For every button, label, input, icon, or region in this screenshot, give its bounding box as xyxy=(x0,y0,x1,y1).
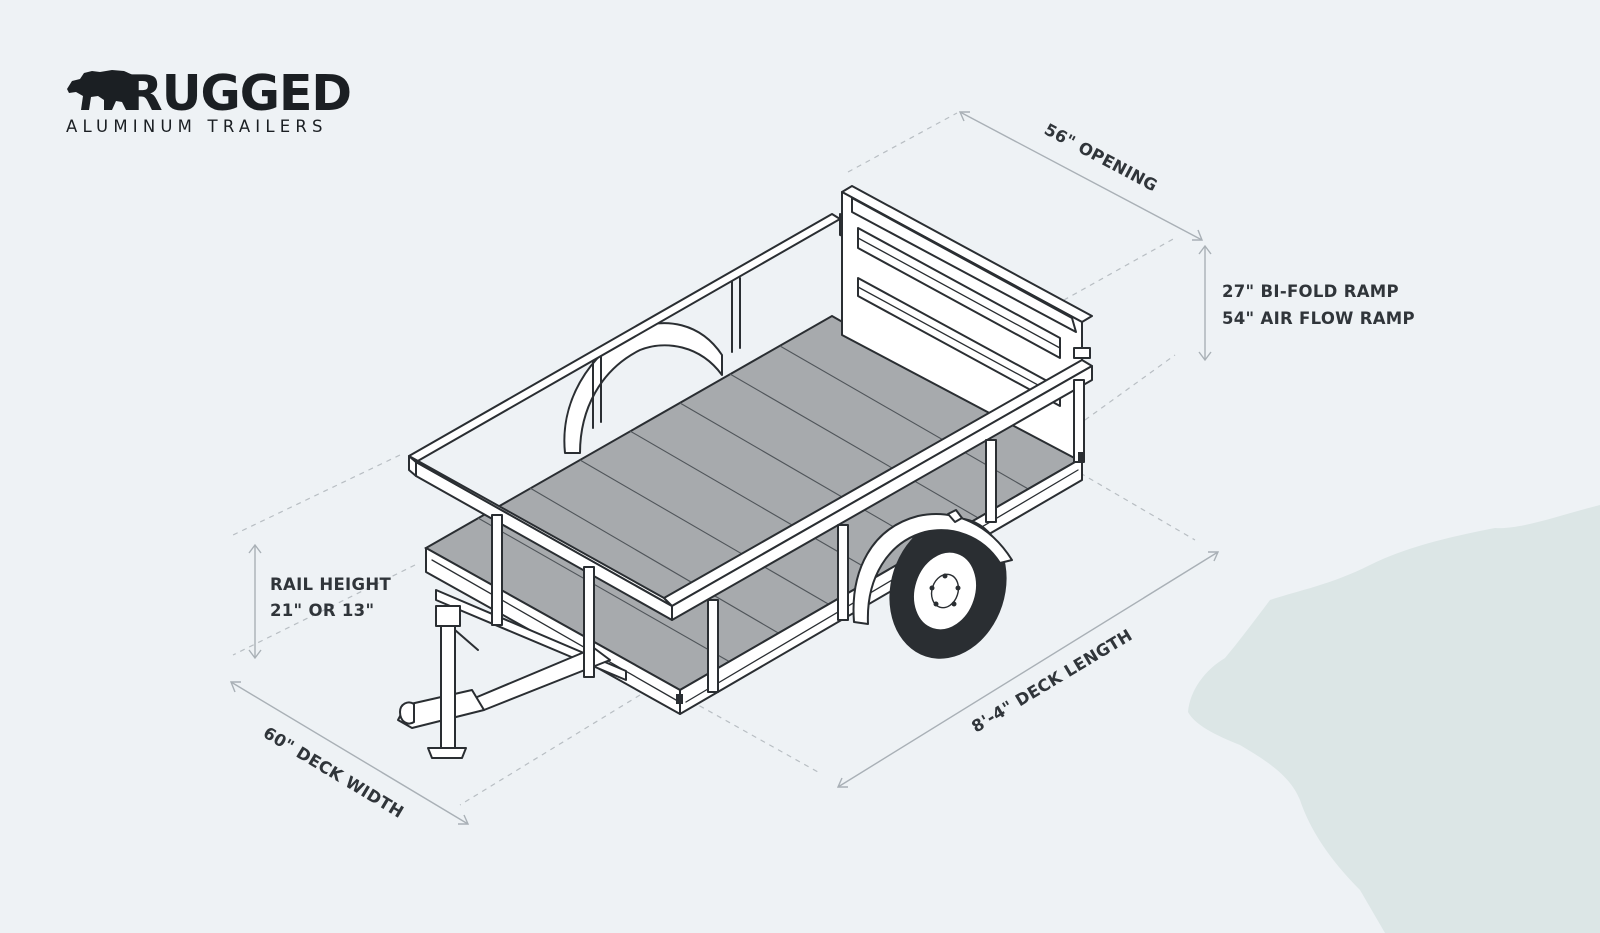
tail-light xyxy=(1078,452,1084,462)
front-fender xyxy=(852,513,1013,625)
extension-lines xyxy=(232,112,1196,806)
ramp-label-line1: 27" BI-FOLD RAMP xyxy=(1222,282,1399,301)
side-rail xyxy=(408,213,1093,693)
tongue xyxy=(397,589,627,759)
opening-label: 56" OPENING xyxy=(1041,120,1161,196)
ramp-label-line2: 54" AIR FLOW RAMP xyxy=(1222,309,1415,328)
bear-watermark-icon xyxy=(1188,505,1600,933)
rail-height-label-line2: 21" OR 13" xyxy=(270,601,374,620)
rear-fender xyxy=(563,322,723,454)
trailer xyxy=(397,185,1093,759)
wheel xyxy=(889,517,1007,659)
deck-width-label: 60" DECK WIDTH xyxy=(260,723,407,822)
logo: RUGGED ALUMINUM TRAILERS xyxy=(66,65,352,136)
deck-length-label: 8'-4" DECK LENGTH xyxy=(968,625,1135,736)
rail-height-label-line1: RAIL HEIGHT xyxy=(270,575,391,594)
dimension-lines xyxy=(229,111,1220,825)
logo-wordmark: RUGGED xyxy=(125,65,351,122)
bi-fold-ramp xyxy=(841,185,1093,463)
bear-icon xyxy=(67,70,134,110)
marker-light xyxy=(676,694,683,704)
logo-subtitle: ALUMINUM TRAILERS xyxy=(66,117,328,136)
